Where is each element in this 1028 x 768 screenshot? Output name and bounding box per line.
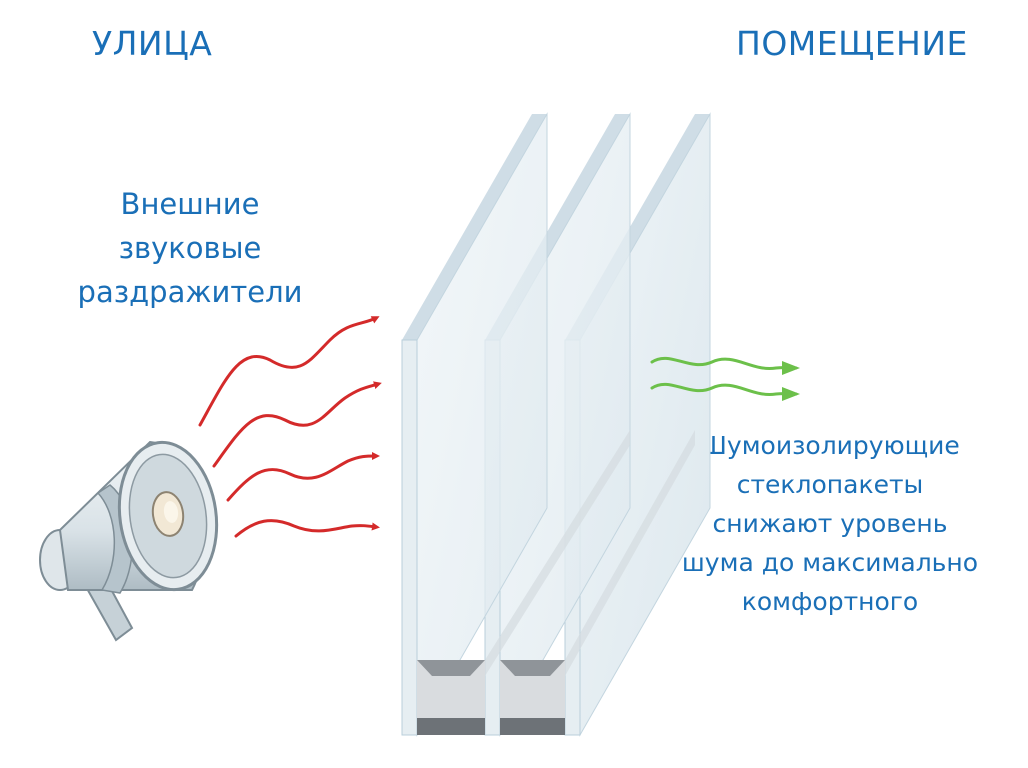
reduced-wave-2 xyxy=(650,382,800,401)
megaphone-icon xyxy=(39,440,219,642)
glass-unit xyxy=(401,112,711,737)
soundproof-description: Шумоизолирующие стеклопакеты снижают уро… xyxy=(645,426,1015,621)
noise-waves xyxy=(198,316,382,538)
reduced-wave-1 xyxy=(650,356,800,375)
description-line-1: Шумоизолирующие xyxy=(700,431,960,460)
external-noise-label: Внешние звуковые раздражители xyxy=(40,182,340,314)
street-label: УЛИЦА xyxy=(92,24,213,63)
external-noise-line-1: Внешние xyxy=(120,187,260,221)
glass-pane-1 xyxy=(401,112,548,737)
reduced-waves xyxy=(650,356,800,401)
noise-wave-3 xyxy=(226,452,380,502)
description-line-5: комфортного xyxy=(741,587,919,616)
spacer-frame-1 xyxy=(417,430,630,735)
description-line-4: шума до максимально xyxy=(681,548,979,577)
description-line-3: снижают уровень xyxy=(712,509,948,538)
noise-wave-4 xyxy=(234,519,380,538)
description-line-2: стеклопакеты xyxy=(736,470,924,499)
spacer-frame-2 xyxy=(500,430,695,735)
room-label: ПОМЕЩЕНИЕ xyxy=(736,24,968,63)
external-noise-line-2: звуковые xyxy=(118,231,262,265)
noise-wave-2 xyxy=(212,381,382,468)
noise-wave-1 xyxy=(198,316,380,427)
external-noise-line-3: раздражители xyxy=(77,275,303,309)
